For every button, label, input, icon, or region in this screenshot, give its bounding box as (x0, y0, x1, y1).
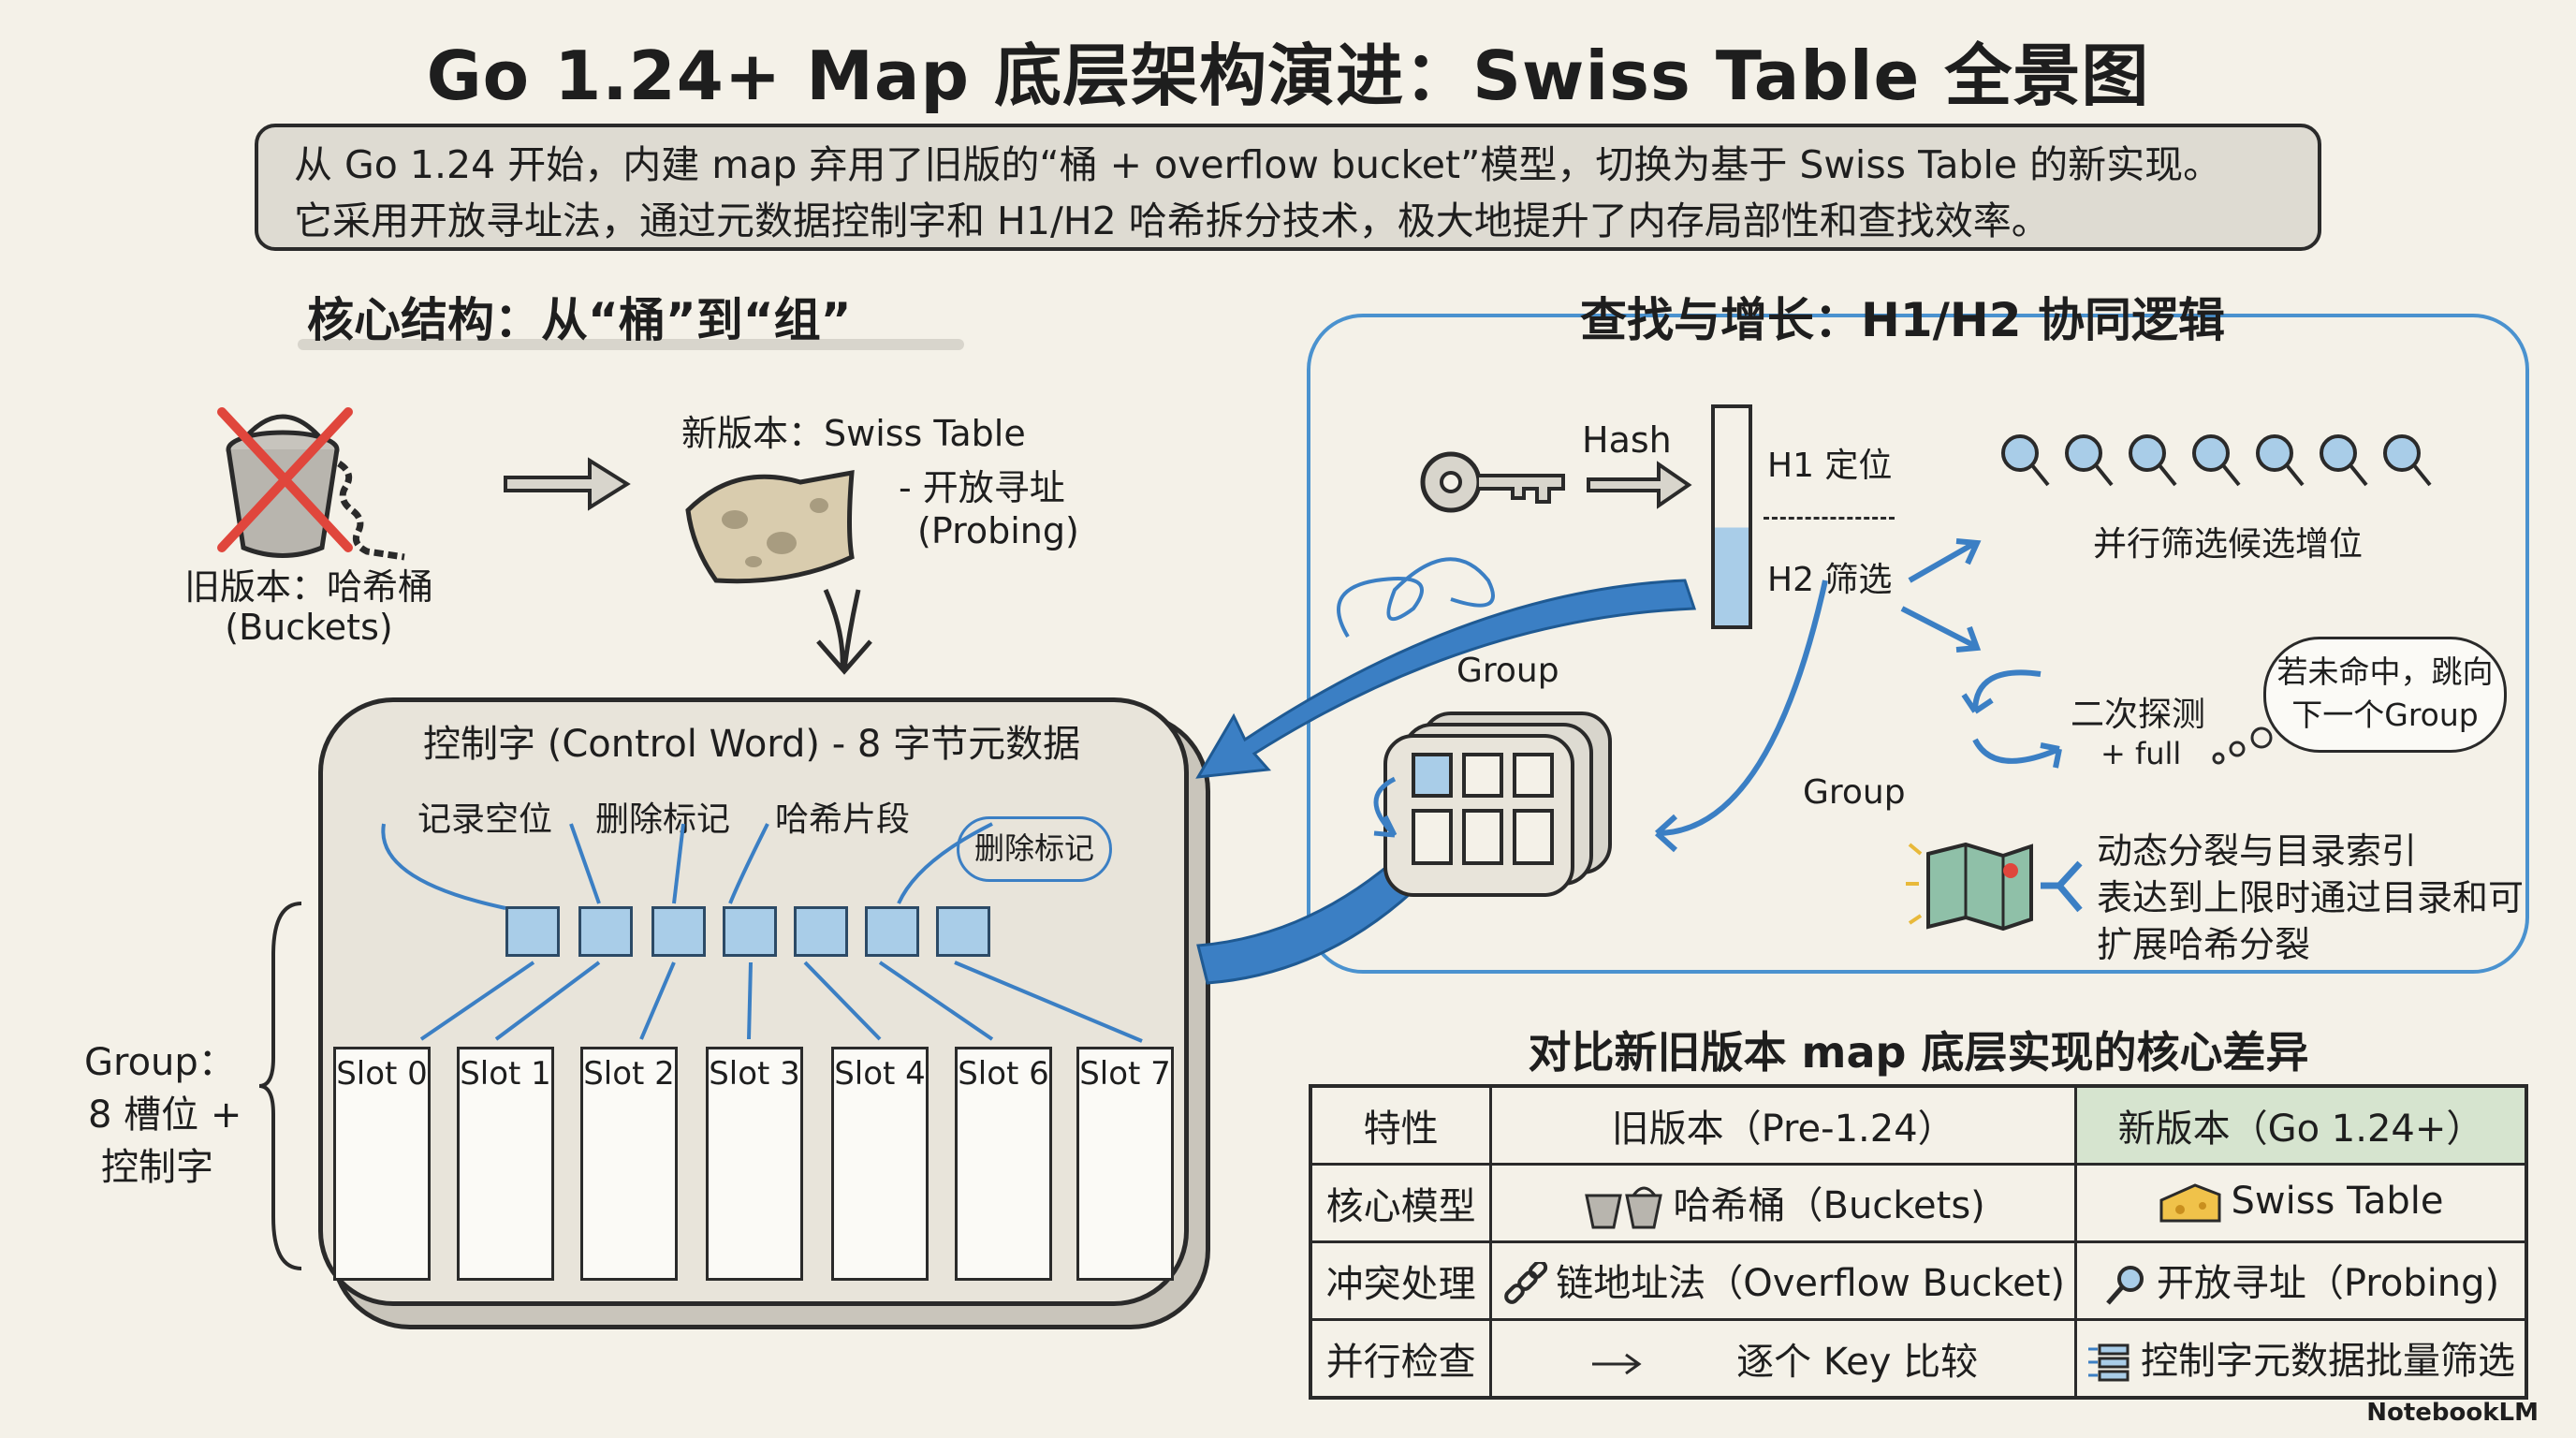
meta-hash-label: 哈希片段 (775, 800, 911, 839)
meta-empty-label: 记录空位 (417, 800, 553, 839)
slot-3: Slot 3 (706, 1047, 803, 1281)
miss-thought-bubble: 若未命中，跳向 下一个Group (2263, 637, 2507, 753)
slot-1: Slot 1 (457, 1047, 554, 1281)
group-top-label: Group (1456, 652, 1559, 690)
header-new: 新版本（Go 1.24+） (2074, 1084, 2528, 1166)
parallel-search-icons (2001, 434, 2432, 487)
control-byte-4 (794, 906, 848, 957)
meta-delete-bubble: 删除标记 (957, 816, 1112, 882)
slot-7: Slot 7 (1076, 1047, 1174, 1281)
thought-line-1: 若未命中，跳向 (2276, 653, 2494, 690)
thought-line-2: 下一个Group (2291, 697, 2479, 733)
probe-cycle-icon (1961, 669, 2062, 769)
row-0-feature: 核心模型 (1309, 1163, 1493, 1243)
core-title-underline (298, 339, 964, 350)
group-brace (258, 902, 302, 1270)
full-label: + full (2100, 736, 2182, 771)
growth-line-2: 表达到上限时通过目录和可 (2097, 877, 2525, 918)
hash-label: Hash (1582, 419, 1672, 461)
flow-box (1307, 314, 2529, 974)
table-row: 冲突处理 链地址法（Overflow Bucket) 开放寻址（Probing) (1309, 1240, 2528, 1321)
compare-table: 特性 旧版本（Pre-1.24） 新版本（Go 1.24+） 核心模型 哈希桶（… (1309, 1084, 2528, 1400)
filter-list-icon (2088, 1343, 2130, 1382)
core-section-title: 核心结构：从“桶”到“组” (307, 293, 852, 347)
row-2-new: 控制字元数据批量筛选 (2074, 1318, 2528, 1400)
intro-box: 从 Go 1.24 开始，内建 map 弃用了旧版的“桶 + overflow … (255, 124, 2321, 251)
group-label-3: 控制字 (101, 1146, 213, 1189)
page-title: Go 1.24+ Map 底层架构演进：Swiss Table 全景图 (426, 37, 2150, 115)
slot-0: Slot 0 (333, 1047, 431, 1281)
notebooklm-brand: NotebookLM (2366, 1399, 2539, 1427)
group-side-label: Group (1803, 773, 1906, 812)
h-split-line (1764, 517, 1895, 520)
row-1-new: 开放寻址（Probing) (2074, 1240, 2528, 1321)
row-1-feature: 冲突处理 (1309, 1240, 1493, 1321)
header-old: 旧版本（Pre-1.24） (1489, 1084, 2077, 1166)
old-version-sub: (Buckets) (225, 607, 393, 648)
table-row: 核心模型 哈希桶（Buckets) Swiss Table (1309, 1163, 2528, 1243)
h1-label: H1 定位 (1767, 447, 1893, 485)
hash-bar (1711, 404, 1752, 629)
old-version-label: 旧版本：哈希桶 (183, 566, 433, 608)
control-byte-5 (865, 906, 919, 957)
old-to-new-arrow (504, 457, 631, 511)
intro-line-2: 它采用开放寻址法，通过元数据控制字和 H1/H2 哈希拆分技术，极大地提升了内存… (294, 198, 2050, 243)
header-feature: 特性 (1309, 1084, 1493, 1166)
table-row: 并行检查 逐个 Key 比较 控制字元数据批量筛选 (1309, 1318, 2528, 1400)
new-version-sub-2: (Probing) (917, 510, 1079, 551)
h2-label: H2 筛选 (1767, 561, 1893, 599)
control-byte-6 (936, 906, 990, 957)
control-byte-1 (578, 906, 633, 957)
probe-label: 二次探测 (2071, 696, 2206, 734)
slot-2: Slot 2 (580, 1047, 678, 1281)
control-byte-0 (505, 906, 560, 957)
control-byte-2 (651, 906, 706, 957)
slot-6: Slot 6 (955, 1047, 1052, 1281)
group-label-2: 8 槽位 + (88, 1093, 242, 1137)
row-0-old: 哈希桶（Buckets) (1489, 1163, 2077, 1243)
intro-line-1: 从 Go 1.24 开始，内建 map 弃用了旧版的“桶 + overflow … (294, 142, 2222, 187)
split-map-icon (1906, 842, 2083, 932)
flow-title-gap (1565, 339, 2258, 350)
right-arrow-icon (1592, 1353, 1642, 1375)
row-2-old: 逐个 Key 比较 (1489, 1318, 2077, 1400)
key-icon (1420, 451, 1565, 513)
group-stack-icon (1373, 712, 1612, 897)
meta-delete-label: 删除标记 (595, 800, 731, 839)
new-version-sub-1: - 开放寻址 (899, 467, 1065, 508)
row-0-new: Swiss Table (2074, 1163, 2528, 1243)
control-slot-arrows (381, 822, 1143, 1043)
cheese-icon (685, 469, 855, 584)
row-1-old: 链地址法（Overflow Bucket) (1489, 1240, 2077, 1321)
row-2-feature: 并行检查 (1309, 1318, 1493, 1400)
down-arrow (816, 588, 872, 675)
magnifier-icon (2105, 1266, 2144, 1305)
growth-line-1: 动态分裂与目录索引 (2097, 830, 2418, 872)
flow-section-title: 查找与增长：H1/H2 协同逻辑 (1580, 293, 2225, 347)
cheese-icon (2159, 1183, 2221, 1223)
control-word-label: 控制字 (Control Word) - 8 字节元数据 (423, 723, 1081, 766)
hash-arrow (1587, 461, 1692, 509)
new-version-label: 新版本：Swiss Table (681, 413, 1026, 454)
chain-icon (1504, 1262, 1548, 1304)
bucket-icon (217, 407, 405, 561)
slot-4: Slot 4 (831, 1047, 929, 1281)
compare-title: 对比新旧版本 map 底层实现的核心差异 (1528, 1027, 2309, 1078)
growth-line-3: 扩展哈希分裂 (2097, 924, 2311, 965)
bucket-icon (1584, 1186, 1662, 1229)
group-label-1: Group： (84, 1041, 236, 1084)
thought-dots (2212, 726, 2273, 765)
table-header-row: 特性 旧版本（Pre-1.24） 新版本（Go 1.24+） (1309, 1084, 2528, 1166)
control-byte-3 (723, 906, 777, 957)
parallel-label: 并行筛选候选增位 (2093, 525, 2364, 564)
